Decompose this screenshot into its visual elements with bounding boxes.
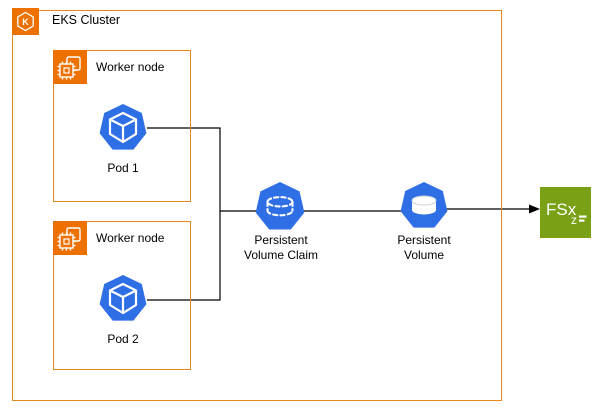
fsx-openzfs-icon: FSx z bbox=[540, 187, 591, 238]
fsx-icon-text: FSx bbox=[546, 200, 577, 219]
worker-node-icon bbox=[53, 221, 87, 255]
worker-node-2-group: Worker node Pod 2 bbox=[53, 221, 191, 370]
eks-icon-letter: K bbox=[22, 17, 29, 27]
arrowhead-icon bbox=[529, 204, 540, 214]
pod-icon bbox=[99, 104, 147, 150]
worker-node-label: Worker node bbox=[96, 60, 165, 74]
pod-connector-line bbox=[147, 127, 221, 301]
fsx-icon-sub-text: z bbox=[571, 213, 577, 227]
pod-1: Pod 1 bbox=[97, 103, 149, 175]
eks-cluster-icon: K bbox=[12, 8, 39, 35]
pod-label: Pod 2 bbox=[107, 332, 139, 346]
eks-cluster-label: EKS Cluster bbox=[52, 13, 121, 27]
persistent-volume-claim-icon bbox=[254, 181, 306, 233]
persistent-volume-claim-label: Persistent Volume Claim bbox=[243, 233, 319, 262]
persistent-volume-label: Persistent Volume bbox=[397, 233, 451, 262]
pod-icon bbox=[99, 275, 147, 321]
pod-label: Pod 1 bbox=[107, 161, 139, 175]
pod-2: Pod 2 bbox=[97, 274, 149, 346]
eks-cluster-group bbox=[12, 10, 502, 401]
worker-node-label: Worker node bbox=[96, 231, 165, 245]
worker-node-1-group: Worker node Pod 1 bbox=[53, 50, 191, 202]
worker-node-icon bbox=[53, 50, 87, 84]
persistent-volume-icon bbox=[399, 181, 451, 233]
